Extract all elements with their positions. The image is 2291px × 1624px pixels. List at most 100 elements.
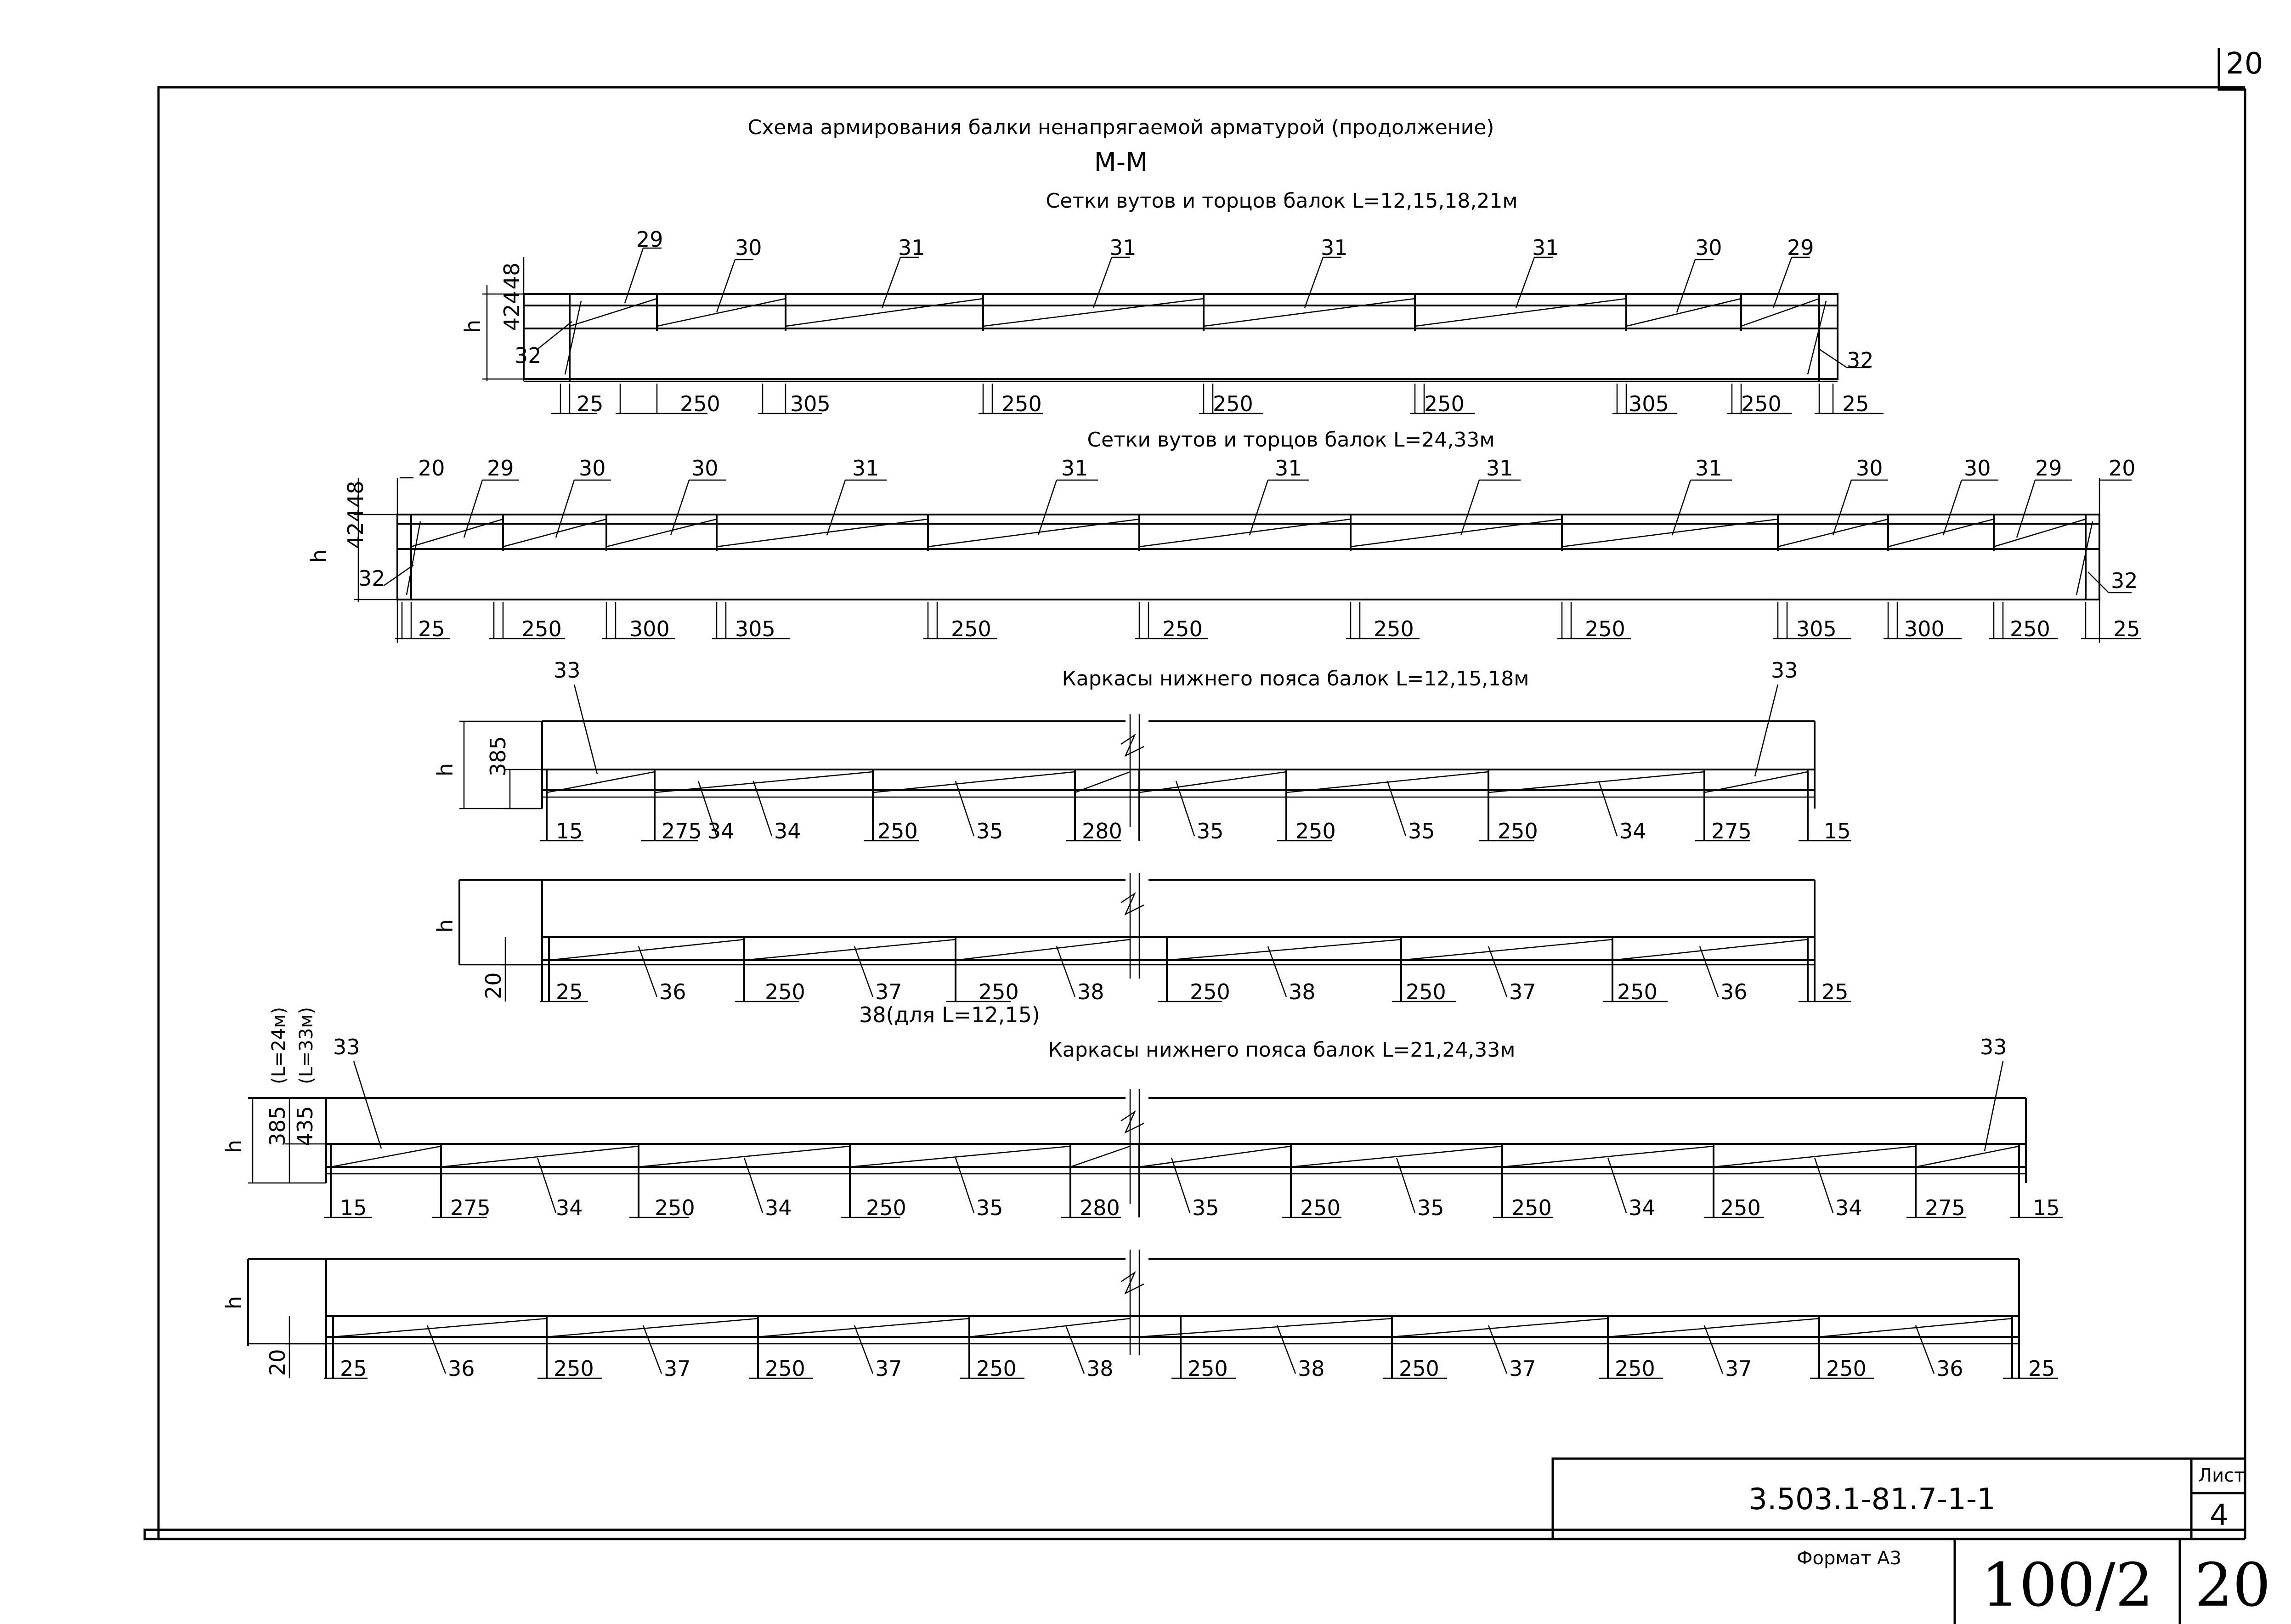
callout: 34 xyxy=(1835,1195,1862,1220)
dimension: 250 xyxy=(1162,617,1203,641)
callout: 31 xyxy=(1109,235,1137,260)
subtitle-2: Сетки вутов и торцов балок L=24,33м xyxy=(1087,428,1494,452)
callout: 34 xyxy=(707,819,735,843)
dimension: 250 xyxy=(680,391,720,416)
dimension: 250 xyxy=(1295,819,1336,843)
callout: 30 xyxy=(579,456,606,481)
callout: 29 xyxy=(1787,235,1814,260)
dimension: 25 xyxy=(577,391,604,416)
format-label: Формат А3 xyxy=(1797,1548,1901,1569)
dimension: 250 xyxy=(1720,1195,1761,1220)
callout: 34 xyxy=(765,1195,792,1220)
callout: 35 xyxy=(1417,1195,1444,1220)
callout: 30 xyxy=(691,456,718,481)
mesh-diagram-l12-21-labels: h 48 424 29 30 31 31 31 31 30 29 32 32 2… xyxy=(460,227,1874,416)
callout: 31 xyxy=(1061,456,1088,481)
dimension: 280 xyxy=(1082,819,1122,843)
dimension: 250 xyxy=(976,1356,1017,1381)
dimension: 275 xyxy=(1711,819,1752,843)
subtitle-3: Каркасы нижнего пояса балок L=12,15,18м xyxy=(1062,667,1529,690)
bottom-page-number: 20 xyxy=(2195,1550,2270,1620)
callout: 38 xyxy=(1077,979,1104,1004)
callout: 37 xyxy=(1509,979,1536,1004)
dimension: 250 xyxy=(1213,391,1253,416)
sheet-number: 4 xyxy=(2210,1499,2229,1533)
dimension: 305 xyxy=(1796,617,1837,641)
dimension: 25 xyxy=(418,617,445,641)
section-label: М-М xyxy=(1094,147,1148,177)
dimension: 250 xyxy=(979,979,1019,1004)
dimension: 25 xyxy=(340,1356,367,1381)
dimension: 250 xyxy=(877,819,918,843)
dimension: 25 xyxy=(2028,1356,2055,1381)
dimension: 25 xyxy=(1821,979,1849,1004)
dim-424: 424 xyxy=(499,290,524,331)
callout: 34 xyxy=(1629,1195,1656,1220)
callout: 37 xyxy=(1725,1356,1752,1381)
dimension: 305 xyxy=(790,391,831,416)
subtitle-1: Сетки вутов и торцов балок L=12,15,18,21… xyxy=(1046,189,1517,213)
callout: 30 xyxy=(1964,456,1991,481)
callout: 35 xyxy=(1197,819,1224,843)
dimension: 15 xyxy=(556,819,583,843)
dimension: 15 xyxy=(340,1195,367,1220)
callout: 30 xyxy=(735,235,762,260)
dim-h: h xyxy=(433,919,458,933)
dimension: 250 xyxy=(1498,819,1538,843)
dimension: 250 xyxy=(2010,617,2050,641)
callout: 38 xyxy=(1086,1356,1114,1381)
dimension: 250 xyxy=(765,979,805,1004)
callout: 34 xyxy=(556,1195,583,1220)
dim-385: 385 xyxy=(486,736,510,776)
callout: 35 xyxy=(1192,1195,1219,1220)
dim-h: h xyxy=(433,763,458,776)
dimension: 250 xyxy=(1585,617,1625,641)
dimension: 300 xyxy=(629,617,670,641)
subtitle-4: Каркасы нижнего пояса балок L=21,24,33м xyxy=(1048,1038,1516,1062)
length-note-24: (L=24м) xyxy=(268,1007,289,1084)
callout: 32 xyxy=(1847,348,1874,373)
dim-h: h xyxy=(221,1296,246,1309)
cage-diagram-l12-18-lower-labels: h 20 25 36 250 37 250 38 250 38 250 37 2… xyxy=(433,919,1849,1027)
dim-424: 424 xyxy=(343,509,368,549)
dimension: 250 xyxy=(1826,1356,1867,1381)
callout: 20 xyxy=(418,456,445,481)
cage-diagram-l21-33-lower-labels: h 20 25 36 250 37 250 37 250 38 250 38 2… xyxy=(221,1296,2055,1381)
dim-20: 20 xyxy=(265,1349,290,1376)
dimension: 250 xyxy=(1374,617,1414,641)
dimension: 250 xyxy=(554,1356,594,1381)
sheet-label: Лист xyxy=(2198,1465,2245,1486)
callout: 34 xyxy=(1619,819,1646,843)
dimension: 250 xyxy=(1741,391,1782,416)
length-note-33: (L=33м) xyxy=(296,1007,317,1084)
dimension: 250 xyxy=(1001,391,1042,416)
dimension: 250 xyxy=(765,1356,805,1381)
callout: 36 xyxy=(659,979,686,1004)
callout: 37 xyxy=(664,1356,691,1381)
dimension: 250 xyxy=(521,617,562,641)
dimension: 250 xyxy=(1615,1356,1655,1381)
callout: 31 xyxy=(1275,456,1302,481)
bottom-code: 100/2 xyxy=(1981,1550,2154,1620)
document-code: 3.503.1-81.7-1-1 xyxy=(1748,1483,1996,1516)
callout: 29 xyxy=(487,456,514,481)
dimension: 250 xyxy=(1188,1356,1228,1381)
callout: 36 xyxy=(1936,1356,1963,1381)
cage-diagram-l12-18 xyxy=(459,684,1851,842)
cage-diagram-l12-18-lower xyxy=(458,873,1851,1002)
callout: 31 xyxy=(1321,235,1348,260)
cage-diagram-l21-33-labels: h 385 435 (L=24м) (L=33м) 33 33 15 275 3… xyxy=(221,1007,2060,1220)
drawing-title: Схема армирования балки ненапрягаемой ар… xyxy=(748,116,1494,139)
callout: 31 xyxy=(852,456,879,481)
callout: 35 xyxy=(976,819,1003,843)
note-38: 38(для L=12,15) xyxy=(859,1002,1040,1027)
dim-20: 20 xyxy=(481,972,506,999)
callout: 33 xyxy=(1771,658,1798,683)
callout: 33 xyxy=(1980,1035,2007,1059)
dimension: 15 xyxy=(1824,819,1851,843)
dimension: 25 xyxy=(556,979,583,1004)
callout: 35 xyxy=(1408,819,1435,843)
dimension: 250 xyxy=(1406,979,1446,1004)
cage-diagram-l12-18-labels: h 385 33 33 15 275 34 34 250 35 280 35 2… xyxy=(433,658,1851,843)
